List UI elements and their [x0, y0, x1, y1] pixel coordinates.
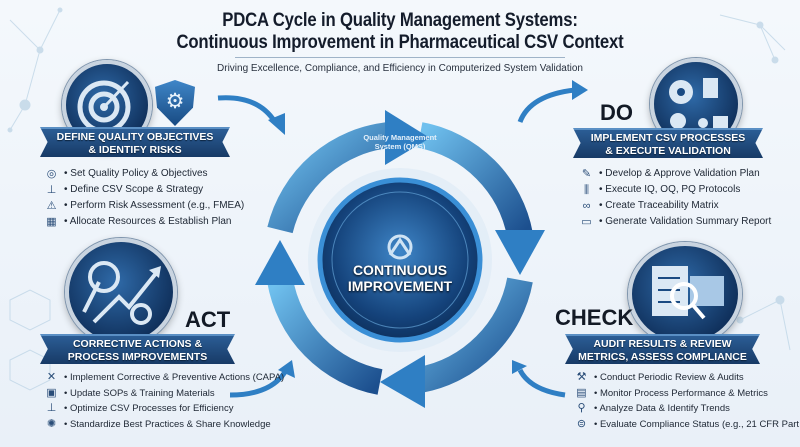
list-item: ⊜• Evaluate Compliance Status (e.g., 21 …	[576, 417, 800, 430]
check-phase-label: CHECK	[555, 305, 634, 330]
list-item: ▭• Generate Validation Summary Report	[581, 215, 772, 228]
title-divider	[235, 57, 565, 58]
check-banner-line-1: AUDIT RESULTS & REVIEW	[593, 338, 732, 350]
list-item: ⚠• Perform Risk Assessment (e.g., FMEA)	[46, 199, 245, 212]
list-item: ✺• Standardize Best Practices & Share Kn…	[46, 417, 271, 430]
qms-cycle-icon	[387, 234, 413, 260]
act-phase-label: ACT	[185, 307, 231, 332]
list-item: ✎• Develop & Approve Validation Plan	[581, 167, 760, 180]
do-banner-line-2: & EXECUTE VALIDATION	[605, 145, 731, 157]
plan-list: ◎• Set Quality Policy & Objectives ⊥• De…	[45, 166, 244, 230]
act-banner: CORRECTIVE ACTIONS & PROCESS IMPROVEMENT…	[40, 334, 235, 364]
act-list: ✕• Implement Corrective & Preventive Act…	[45, 370, 284, 432]
list-item: ✕• Implement Corrective & Preventive Act…	[46, 371, 285, 384]
center-title-line-2: IMPROVEMENT	[347, 278, 453, 294]
hierarchy-icon: ⊥	[46, 402, 57, 415]
center-title-line-1: CONTINUOUS	[352, 262, 448, 278]
brain-gear-icon: ✺	[46, 417, 57, 430]
plan-banner-line-1: DEFINE QUALITY OBJECTIVES	[56, 131, 214, 143]
list-item: ⊥• Define CSV Scope & Strategy	[46, 183, 204, 196]
compliance-badge-icon: ⊜	[576, 417, 587, 430]
list-item: ◎• Set Quality Policy & Objectives	[46, 167, 208, 180]
test-tubes-icon: ⫼	[583, 183, 590, 196]
list-item: ▦• Allocate Resources & Establish Plan	[46, 215, 232, 228]
do-banner-line-1: IMPLEMENT CSV PROCESSES	[590, 132, 746, 144]
title-line-1: PDCA Cycle in Quality Management Systems…	[222, 10, 578, 31]
check-banner: AUDIT RESULTS & REVIEW METRICS, ASSESS C…	[565, 334, 760, 364]
folder-icon: ▭	[581, 215, 592, 228]
link-icon: ∞	[582, 199, 591, 212]
cycle-arrow-plan	[267, 122, 392, 234]
plan-banner-line-2: & IDENTIFY RISKS	[88, 144, 182, 156]
do-phase-label: DO	[600, 100, 633, 125]
act-tools-growth-icon	[65, 238, 177, 346]
list-item: ⚒• Conduct Periodic Review & Audits	[576, 371, 744, 384]
subtitle: Driving Excellence, Compliance, and Effi…	[217, 63, 583, 74]
qms-center-medallion	[317, 177, 483, 343]
list-item: ▤• Monitor Process Performance & Metrics	[576, 386, 768, 399]
dashboard-icon: ▤	[576, 386, 587, 399]
pdca-cycle-ring	[255, 110, 545, 408]
cycle-arrow-check	[417, 277, 533, 393]
warning-icon: ⚠	[46, 199, 57, 212]
check-audit-icon	[628, 242, 742, 346]
list-item: ▣• Update SOPs & Training Materials	[46, 386, 215, 399]
document-edit-icon: ✎	[581, 167, 592, 180]
gavel-icon: ⚒	[576, 371, 587, 384]
title-line-2: Continuous Improvement in Pharmaceutical…	[176, 32, 624, 53]
calendar-icon: ▦	[46, 215, 57, 228]
training-icon: ▣	[46, 386, 57, 399]
list-item: ⚲• Analyze Data & Identify Trends	[575, 401, 800, 417]
act-banner-line-2: PROCESS IMPROVEMENTS	[67, 351, 208, 363]
act-banner-line-1: CORRECTIVE ACTIONS &	[72, 338, 203, 350]
compass-icon: ◎	[46, 167, 57, 180]
hierarchy-icon: ⊥	[46, 183, 57, 196]
plan-banner: DEFINE QUALITY OBJECTIVES & IDENTIFY RIS…	[40, 127, 230, 157]
tools-icon: ✕	[46, 371, 57, 384]
check-banner-line-2: METRICS, ASSESS COMPLIANCE	[578, 351, 747, 363]
list-item: ∞• Create Traceability Matrix	[580, 198, 771, 214]
do-banner: IMPLEMENT CSV PROCESSES & EXECUTE VALIDA…	[573, 128, 763, 158]
check-list: ⚒• Conduct Periodic Review & Audits ▤• M…	[575, 370, 800, 432]
cycle-arrow-act	[267, 277, 383, 395]
list-item: ⫼• Execute IQ, OQ, PQ Protocols	[580, 182, 771, 198]
qms-label: Quality Management System (QMS)	[363, 133, 437, 151]
do-list: ✎• Develop & Approve Validation Plan ⫼• …	[580, 166, 771, 230]
list-item: ⊥• Optimize CSV Processes for Efficiency	[46, 402, 234, 415]
magnifier-chart-icon: ⚲	[577, 402, 586, 415]
cycle-arrow-do	[417, 122, 533, 238]
